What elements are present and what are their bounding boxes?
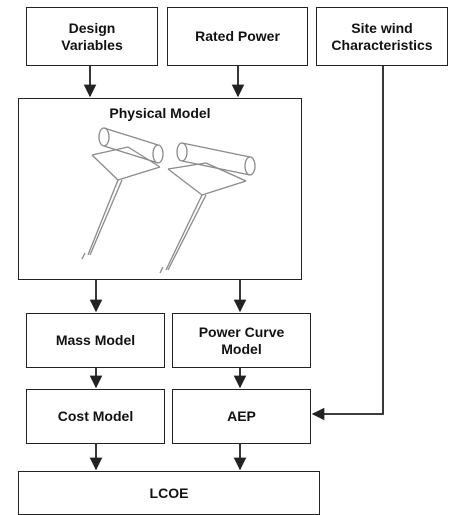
lcoe-label: LCOE — [149, 484, 189, 501]
site-wind-box: Site wind Characteristics — [316, 7, 448, 66]
aep-box: AEP — [172, 389, 311, 444]
design-variables-line1: Design — [68, 19, 116, 36]
power-curve-box: Power Curve Model — [172, 313, 311, 368]
rated-power-label: Rated Power — [195, 28, 280, 44]
cost-model-label: Cost Model — [57, 408, 134, 424]
power-curve-line2: Model — [221, 340, 262, 357]
site-wind-line1: Site wind — [351, 19, 413, 36]
aep-label: AEP — [227, 408, 256, 424]
rated-power-box: Rated Power — [167, 7, 308, 66]
turbine-unit-1 — [81, 127, 164, 260]
arrow-site-to-aep — [311, 66, 384, 421]
cost-model-box: Cost Model — [26, 389, 165, 444]
lcoe-box: LCOE — [18, 471, 320, 515]
mass-model-label: Mass Model — [55, 332, 136, 348]
mass-model-box: Mass Model — [26, 313, 165, 368]
site-wind-line2: Characteristics — [331, 36, 433, 53]
design-variables-line2: Variables — [61, 36, 123, 53]
physical-model-box — [18, 98, 302, 280]
turbine-unit-2 — [159, 142, 256, 274]
power-curve-line1: Power Curve — [198, 323, 285, 340]
turbine-illustration — [81, 127, 256, 274]
design-variables-box: Design Variables — [26, 7, 158, 66]
physical-model-title: Physical Model — [109, 105, 211, 121]
